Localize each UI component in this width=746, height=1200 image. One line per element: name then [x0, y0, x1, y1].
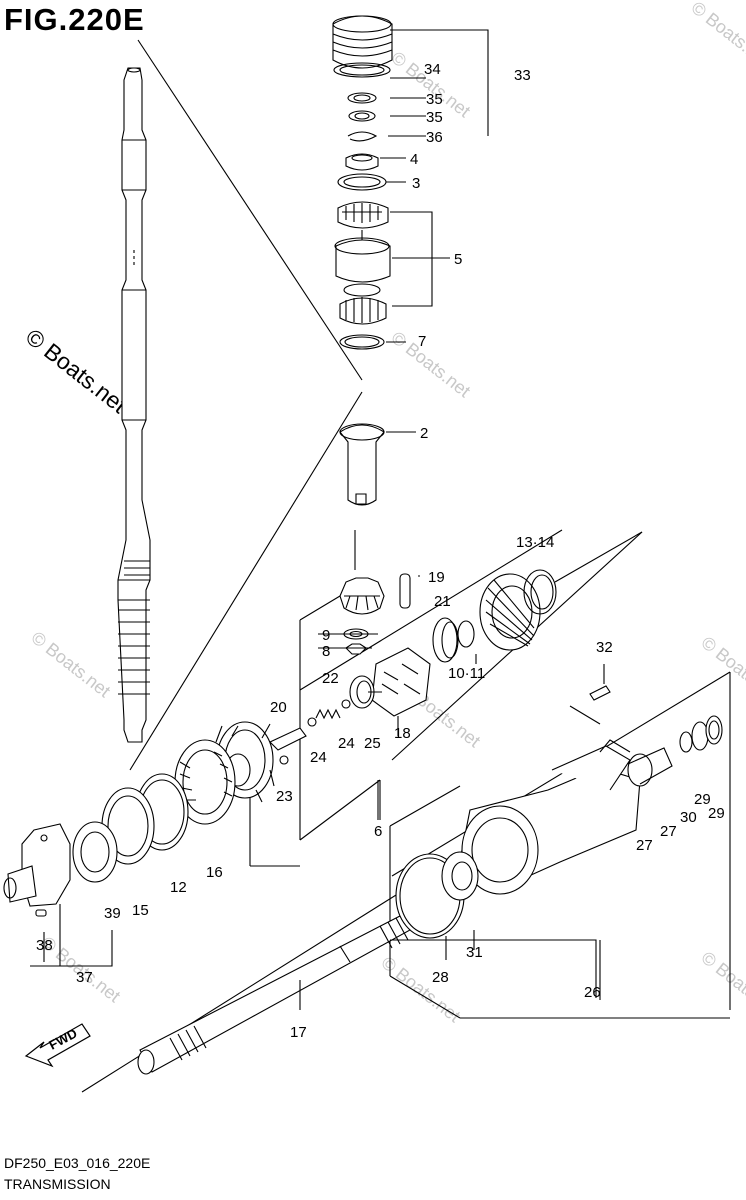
drawing-lines [3, 15, 731, 1093]
callout-24a: 24 [338, 735, 355, 752]
callout-21: 21 [434, 593, 451, 610]
callout-39: 39 [104, 905, 121, 922]
callout-2: 2 [420, 425, 428, 442]
callout-29b: 29 [708, 805, 725, 822]
callout-36: 36 [426, 129, 443, 146]
callout-30: 30 [680, 809, 697, 826]
watermark-main: © Boats.net [21, 323, 132, 418]
callout-4: 4 [410, 151, 418, 168]
callout-33: 33 [514, 67, 531, 84]
watermark-faint: © Boats.net [28, 627, 115, 701]
callout-12: 12 [170, 879, 187, 896]
callout-15: 15 [132, 902, 149, 919]
callout-32: 32 [596, 639, 613, 656]
watermark-faint: © Boats.net [698, 632, 746, 706]
callout-5: 5 [454, 251, 462, 268]
callout-19: 19 [428, 569, 445, 586]
callout-13-14: 13·14 [516, 534, 554, 551]
watermark-faint: © Boats.net [688, 0, 746, 71]
callout-9: 9 [322, 627, 330, 644]
callout-34: 34 [424, 61, 441, 78]
callout-18: 18 [394, 725, 411, 742]
callout-35b: 35 [426, 109, 443, 126]
callout-8: 8 [322, 643, 330, 660]
callout-23: 23 [276, 788, 293, 805]
callout-27a: 27 [636, 837, 653, 854]
callout-10-11: 10·11 [448, 665, 485, 682]
upper-bearing-assembly [3, 15, 723, 1075]
callout-20: 20 [270, 699, 287, 716]
callout-28: 28 [432, 969, 449, 986]
callout-17: 17 [290, 1024, 307, 1041]
fwd-arrow: FWD [24, 1023, 91, 1068]
callout-35a: 35 [426, 91, 443, 108]
callout-24b: 24 [310, 749, 327, 766]
callout-6: 6 [374, 823, 382, 840]
watermark-faint: © Boats.net [388, 327, 475, 401]
callout-25: 25 [364, 735, 381, 752]
callout-37: 37 [76, 969, 93, 986]
callout-29a: 29 [694, 791, 711, 808]
callout-22: 22 [322, 670, 339, 687]
callout-16: 16 [206, 864, 223, 881]
watermark-faint: © Boats.net [698, 947, 746, 1021]
figure-caption: TRANSMISSION [4, 1176, 111, 1192]
callout-38: 38 [36, 937, 53, 954]
callout-26: 26 [584, 984, 601, 1001]
callout-27b: 27 [660, 823, 677, 840]
drive-shaft [117, 67, 151, 743]
callout-labels: 13·14 19 21 9 8 10·11 22 20 24 24 25 18 … [36, 61, 725, 1041]
callout-7: 7 [418, 333, 426, 350]
figure-title: FIG.220E [4, 2, 145, 37]
callout-31: 31 [466, 944, 483, 961]
figure-code: DF250_E03_016_220E [4, 1155, 151, 1171]
callout-3: 3 [412, 175, 420, 192]
